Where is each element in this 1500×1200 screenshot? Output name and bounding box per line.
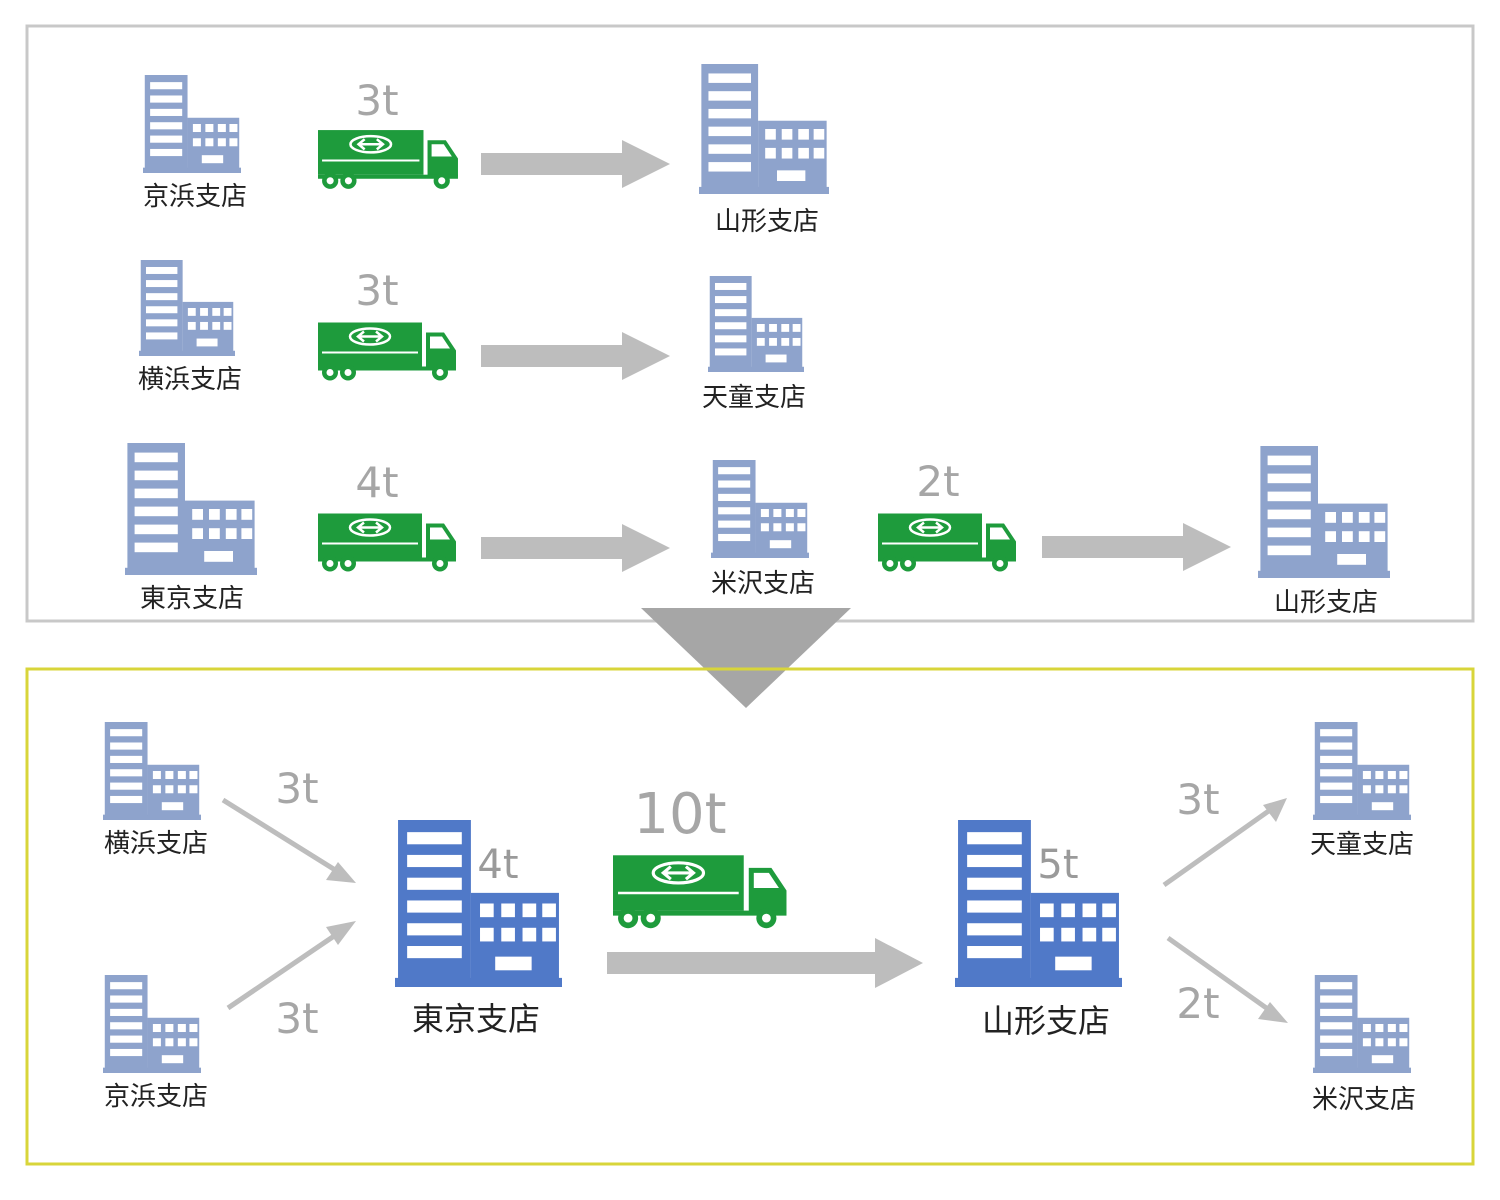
- weight-label: 4t: [477, 842, 518, 888]
- flow-arrow: [481, 332, 670, 380]
- branch-label: 横浜支店: [104, 829, 208, 859]
- branch-label: 山形支店: [1274, 588, 1378, 618]
- weight-label: 3t: [355, 76, 398, 125]
- arrow-head: [326, 862, 356, 883]
- flow-arrow: [221, 797, 342, 876]
- building-icon: [125, 443, 257, 575]
- building-icon: [708, 276, 804, 372]
- building-icon: [1258, 446, 1390, 578]
- building-icon: [103, 722, 201, 820]
- branch-label: 山形支店: [715, 207, 819, 237]
- after-frame: [25, 667, 1475, 1166]
- arrow-head: [1258, 1002, 1288, 1023]
- flow-arrow: [1166, 935, 1274, 1015]
- branch-label: 天童支店: [1310, 830, 1414, 860]
- truck-icon: [613, 853, 789, 930]
- arrow-head: [326, 921, 356, 945]
- branch-label: 天童支店: [702, 383, 806, 413]
- flow-arrow: [481, 140, 670, 188]
- hub-label: 東京支店: [412, 1000, 540, 1038]
- building-icon: [1313, 722, 1411, 820]
- building-icon: [1313, 975, 1411, 1073]
- branch-label: 米沢支店: [711, 569, 815, 599]
- building-icon: [139, 260, 235, 356]
- hub-label: 山形支店: [982, 1002, 1110, 1040]
- truck-icon: [878, 513, 1018, 573]
- weight-label: 2t: [1176, 979, 1219, 1028]
- truck-icon: [318, 322, 458, 382]
- building-icon: [699, 64, 829, 194]
- arrow-head: [1263, 798, 1287, 822]
- weight-label: 3t: [1176, 775, 1219, 824]
- branch-label: 京浜支店: [143, 182, 247, 212]
- flow-arrow: [1042, 523, 1231, 571]
- weight-label: 3t: [275, 994, 318, 1043]
- weight-label: 5t: [1037, 842, 1078, 888]
- weight-label: 3t: [275, 764, 318, 813]
- weight-label: 2t: [916, 457, 959, 506]
- flow-arrow: [1162, 807, 1272, 888]
- branch-label: 京浜支店: [104, 1082, 208, 1112]
- flow-arrow: [481, 524, 670, 572]
- branch-label: 横浜支店: [138, 365, 242, 395]
- weight-label: 10t: [633, 782, 726, 847]
- weight-label: 3t: [355, 266, 398, 315]
- truck-icon: [318, 513, 458, 573]
- branch-label: 米沢支店: [1312, 1085, 1416, 1115]
- building-icon: [143, 75, 241, 173]
- flow-arrow: [607, 938, 923, 988]
- building-icon: [103, 975, 201, 1073]
- building-icon: [711, 460, 809, 558]
- flow-arrow: [226, 929, 342, 1011]
- truck-icon: [318, 130, 460, 191]
- branch-label: 東京支店: [140, 584, 244, 614]
- weight-label: 4t: [355, 458, 398, 507]
- transition-arrow: [641, 608, 851, 708]
